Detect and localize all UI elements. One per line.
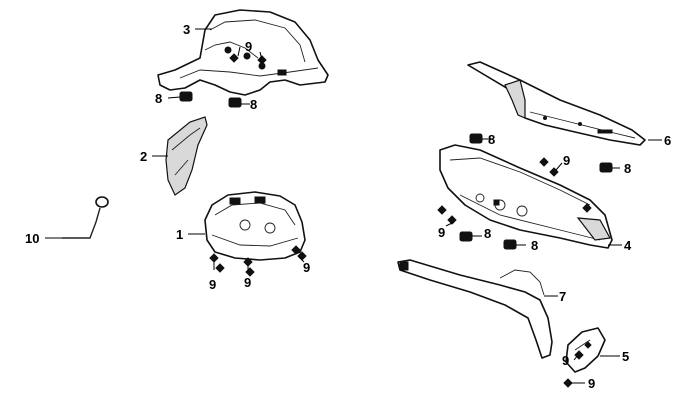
screw-9-panel-b	[437, 205, 457, 225]
clip-8-panel-c	[459, 231, 473, 242]
callout-9-upper: 9	[245, 39, 252, 54]
callout-8-right-upper: 8	[250, 97, 257, 112]
callout-9-panel-a: 9	[563, 153, 570, 168]
callout-7: 7	[559, 289, 566, 304]
clip-8-panel-d	[503, 239, 517, 250]
callout-8-panel-d: 8	[531, 238, 538, 253]
callout-labels: 3 9 8 8 2 10 1 9 9 9 8 6 9 8 9 8 8 4 7 5…	[25, 22, 671, 391]
clip-8-panel-b	[599, 162, 613, 173]
part-5-bottom-bracket	[565, 327, 606, 373]
callout-9-bottom-a: 9	[562, 353, 569, 368]
callout-8-panel-b: 8	[624, 161, 631, 176]
callout-9-meter-a: 9	[209, 277, 216, 292]
callout-9-bottom-b: 9	[588, 376, 595, 391]
screw-9-meter-c	[291, 245, 307, 261]
callout-8-panel-c: 8	[484, 226, 491, 241]
callout-9-meter-b: 9	[244, 275, 251, 290]
clip-8-right-upper	[228, 97, 242, 108]
callout-5: 5	[622, 349, 629, 364]
callout-1: 1	[176, 227, 183, 242]
part-1-meter-housing	[204, 191, 306, 261]
part-7-lower-trim	[397, 259, 553, 359]
screw-9-panel-a	[539, 157, 559, 177]
clip-8-panel-a	[469, 133, 483, 144]
screw-9-meter-a	[209, 253, 225, 273]
part-6-rear-upper-cover	[467, 61, 646, 146]
part-2-side-cover	[165, 116, 208, 196]
callout-4: 4	[624, 238, 632, 253]
leader-lines	[45, 28, 662, 384]
part-4-side-panel	[439, 144, 613, 249]
callout-3: 3	[183, 22, 190, 37]
clip-8-left-upper	[179, 91, 193, 102]
screw-panel-c	[582, 203, 592, 213]
part-10-wire-hook	[62, 196, 109, 239]
screw-9-meter-b	[243, 257, 255, 277]
callout-2: 2	[140, 149, 147, 164]
callout-9-panel-b: 9	[438, 225, 445, 240]
callout-8-panel-a: 8	[488, 132, 495, 147]
part-3-upper-bracket	[157, 9, 329, 96]
callout-9-meter-c: 9	[303, 260, 310, 275]
callout-10: 10	[25, 231, 39, 246]
callout-8-left-upper: 8	[155, 91, 162, 106]
callout-6: 6	[664, 133, 671, 148]
